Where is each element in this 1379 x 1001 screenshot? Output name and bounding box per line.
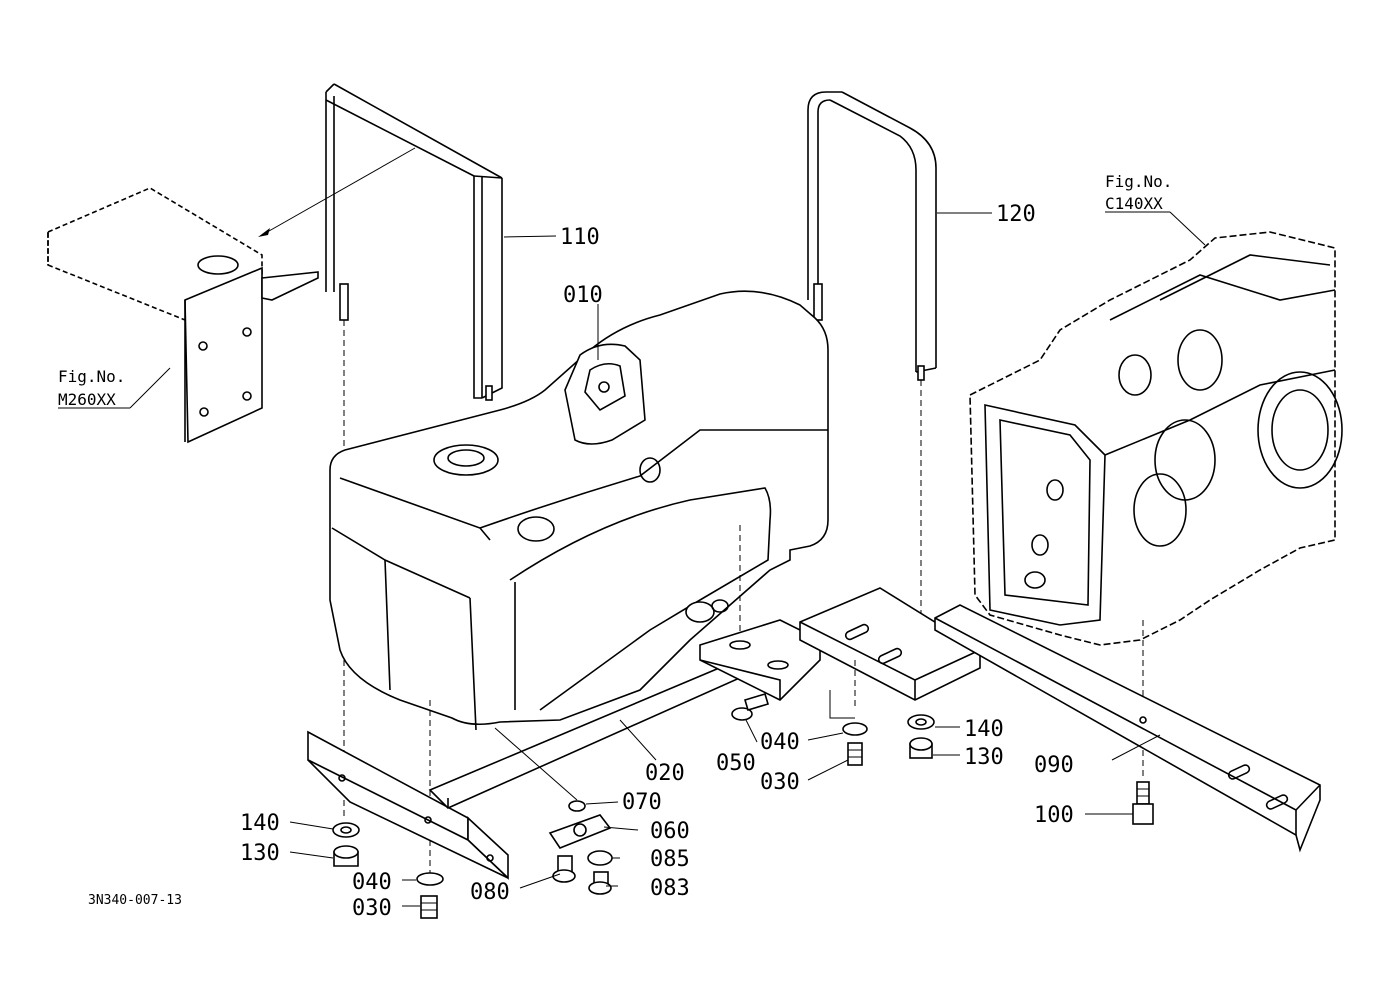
fig-ref-m260: Fig.No. M260XX — [58, 367, 125, 409]
mount-bracket-drawing — [699, 619, 821, 701]
callout-050: 050 — [716, 751, 756, 776]
hardware-drawing — [332, 693, 1154, 919]
fig-ref-c140-line1: Fig.No. — [1105, 172, 1172, 191]
callout-040-right: 040 — [760, 730, 800, 755]
callout-085: 085 — [650, 847, 690, 872]
fig-ref-c140-line2: C140XX — [1105, 194, 1163, 213]
fuel-tank-drawing — [329, 290, 829, 878]
callout-090: 090 — [1034, 753, 1074, 778]
callout-110: 110 — [560, 225, 600, 250]
callout-010: 010 — [563, 283, 603, 308]
front-bracket-drawing — [307, 730, 509, 880]
callout-130-left: 130 — [240, 841, 280, 866]
callout-080: 080 — [470, 880, 510, 905]
callout-120: 120 — [996, 202, 1036, 227]
callout-140-left: 140 — [240, 811, 280, 836]
support-bracket-drawing — [799, 587, 981, 719]
fig-ref-m260-line1: Fig.No. — [58, 367, 125, 386]
callout-070: 070 — [622, 790, 662, 815]
callout-030-left: 030 — [352, 896, 392, 921]
callout-100: 100 — [1034, 803, 1074, 828]
rail-090-drawing — [934, 604, 1321, 853]
fig-ref-m260-line2: M260XX — [58, 390, 116, 409]
transmission-housing-drawing — [969, 231, 1343, 780]
callout-130-right: 130 — [964, 745, 1004, 770]
callout-140-right: 140 — [964, 717, 1004, 742]
callout-083: 083 — [650, 876, 690, 901]
drawing-code: 3N340-007-13 — [88, 893, 182, 908]
bracket-m260-drawing — [47, 147, 416, 444]
leader-lines — [58, 211, 1206, 907]
fig-ref-c140: Fig.No. C140XX — [1105, 172, 1172, 213]
callout-040-left: 040 — [352, 870, 392, 895]
callout-060: 060 — [650, 819, 690, 844]
callout-030-right: 030 — [760, 770, 800, 795]
callout-020: 020 — [645, 761, 685, 786]
